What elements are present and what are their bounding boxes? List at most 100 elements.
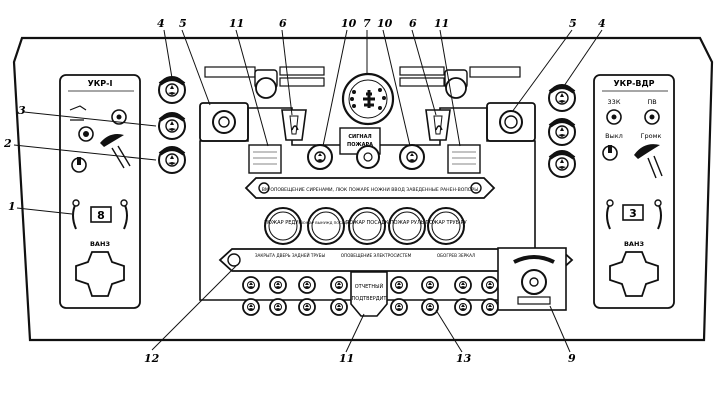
signal-lamp[interactable] bbox=[330, 276, 348, 294]
right-lamp-upper[interactable] bbox=[548, 84, 576, 112]
left-tone-icon bbox=[69, 105, 87, 121]
right-knob-housing[interactable] bbox=[486, 102, 536, 142]
center-report-knob[interactable]: ОТЧЕТНЫЙ ПОДТВЕРДИТ bbox=[350, 271, 388, 317]
signal-lamp[interactable] bbox=[269, 276, 287, 294]
right-channel-number: 3 bbox=[629, 207, 637, 220]
callout-6-right: 6 bbox=[409, 17, 417, 30]
aircraft-icon bbox=[363, 90, 375, 108]
fire-button-1[interactable]: ПОЖАР РЕДУК bbox=[264, 207, 302, 245]
callout-2: 2 bbox=[3, 137, 12, 150]
right-fire-lamp[interactable] bbox=[399, 144, 425, 170]
fire-button-1-label: ПОЖАР РЕДУК bbox=[264, 220, 302, 226]
lower-rail-label-2: ОПОВЕЩЕНИЕ ЭЛЕКТРОСИСТЕМ bbox=[341, 253, 412, 258]
upper-signal-rail: ВМ ОПОВЕЩЕНИЕ СИРЕНАМИ, ЛЮК ПОЖАРЕ НОЖНИ… bbox=[244, 177, 496, 199]
left-knob-housing[interactable] bbox=[199, 102, 249, 142]
center-knob-label-2: ПОДТВЕРДИТ bbox=[352, 296, 388, 302]
right-channel-window bbox=[622, 204, 644, 221]
center-knob-label-1: ОТЧЕТНЫЙ bbox=[355, 283, 384, 290]
left-top-plates bbox=[204, 66, 325, 99]
fire-button-3[interactable]: ПОЖАР ПОСАДК bbox=[345, 207, 389, 245]
callout-4-right: 4 bbox=[598, 17, 606, 30]
fire-signal-label-1: СИГНАЛ bbox=[348, 134, 371, 140]
signal-lamp[interactable] bbox=[390, 298, 408, 316]
right-pv-switch[interactable] bbox=[644, 109, 660, 125]
right-lamp-middle[interactable] bbox=[548, 118, 576, 146]
lower-rail-label-1: ЗАКРЫТА ДВЕРЬ ЗАДНЕЙ ТРУБЫ bbox=[255, 253, 326, 258]
right-switch-label-2: ПВ bbox=[647, 98, 656, 106]
signal-lamp[interactable] bbox=[421, 276, 439, 294]
right-handle-label: ВАНЗ bbox=[624, 240, 644, 248]
left-channel-window bbox=[90, 206, 112, 223]
right-switch-label-3: Выкл bbox=[605, 132, 623, 140]
callout-9: 9 bbox=[568, 352, 576, 365]
left-power-switch[interactable] bbox=[71, 157, 87, 173]
left-top-knob[interactable] bbox=[255, 77, 277, 99]
right-headset-icon bbox=[634, 144, 660, 159]
signal-lamp[interactable] bbox=[330, 298, 348, 316]
right-switch-label-1: 33К bbox=[608, 98, 621, 106]
fire-button-5-label: ПОЖАР ТРУБ РУ bbox=[425, 220, 466, 226]
center-fire-knob[interactable] bbox=[356, 145, 380, 169]
right-control-block bbox=[497, 247, 567, 311]
callout-4-left: 4 bbox=[157, 17, 165, 30]
fire-button-2[interactable]: ПОЖАР ВЫНУЖД ПОСАДКА bbox=[300, 207, 352, 245]
right-warning-lamps bbox=[548, 84, 576, 178]
signal-lamp[interactable] bbox=[242, 298, 260, 316]
fire-button-4-label: ПОЖАР РУЛЬ bbox=[390, 220, 425, 226]
left-channel-number: 8 bbox=[97, 209, 105, 222]
fire-button-3-label: ПОЖАР ПОСАДК bbox=[345, 220, 389, 226]
signal-lamp[interactable] bbox=[390, 276, 408, 294]
callout-10-right: 10 bbox=[377, 17, 393, 30]
right-off-switch[interactable] bbox=[602, 145, 618, 161]
left-handle-label: ВАНЗ bbox=[90, 240, 110, 248]
right-channel-handle[interactable] bbox=[609, 251, 659, 297]
lower-rail-label-3: ОБОГРЕВ ЗЕРКАЛ bbox=[437, 253, 475, 258]
left-lamp-upper[interactable] bbox=[158, 76, 186, 104]
fire-button-4[interactable]: ПОЖАР РУЛЬ bbox=[388, 207, 426, 245]
signal-lamp[interactable] bbox=[269, 298, 287, 316]
left-fire-lamp[interactable] bbox=[307, 144, 333, 170]
left-toggle-switch[interactable] bbox=[111, 109, 127, 125]
upper-rail-text: ВМ ОПОВЕЩЕНИЕ СИРЕНАМИ, ЛЮК ПОЖАРЕ НОЖНИ… bbox=[262, 187, 479, 193]
callout-5-left: 5 bbox=[179, 17, 187, 30]
signal-lamp[interactable] bbox=[298, 276, 316, 294]
signal-lamp[interactable] bbox=[454, 298, 472, 316]
callout-5-right: 5 bbox=[569, 17, 577, 30]
signal-lamp[interactable] bbox=[481, 276, 499, 294]
fire-button-5[interactable]: ПОЖАР ТРУБ РУ bbox=[425, 207, 467, 245]
signal-lamp[interactable] bbox=[454, 276, 472, 294]
left-lamp-middle[interactable] bbox=[158, 112, 186, 140]
callout-3: 3 bbox=[18, 104, 26, 117]
left-warning-lamps bbox=[158, 76, 186, 174]
left-guarded-switch[interactable] bbox=[281, 109, 307, 141]
right-lamp-lower[interactable] bbox=[548, 150, 576, 178]
callout-10-left: 10 bbox=[341, 17, 357, 30]
left-knife-icon bbox=[111, 145, 131, 169]
callout-11-left: 11 bbox=[229, 17, 244, 30]
fire-signal-label-2: ПОЖАРА bbox=[347, 142, 373, 148]
signal-lamp[interactable] bbox=[242, 276, 260, 294]
left-lamp-lower[interactable] bbox=[158, 146, 186, 174]
left-volume-switch[interactable] bbox=[78, 126, 94, 142]
left-fire-signal-block bbox=[248, 144, 333, 174]
callout-7: 7 bbox=[363, 17, 371, 30]
left-channel-handle[interactable] bbox=[75, 251, 125, 297]
callout-12: 12 bbox=[144, 352, 160, 365]
callout-1: 1 bbox=[8, 200, 16, 213]
right-switch-label-4: Громк bbox=[641, 132, 662, 140]
right-33k-switch[interactable] bbox=[606, 109, 622, 125]
leader-lines bbox=[13, 29, 603, 353]
center-fire-signal: СИГНАЛ ПОЖАРА bbox=[339, 127, 381, 169]
right-panel-title: УКР-ВДР bbox=[614, 79, 655, 88]
fire-button-2-label: ПОЖАР ВЫНУЖД ПОСАДКА bbox=[300, 221, 352, 225]
signal-lamp[interactable] bbox=[421, 298, 439, 316]
left-panel-title: УКР-I bbox=[88, 79, 113, 88]
right-fire-signal-block bbox=[399, 144, 481, 174]
signal-lamp[interactable] bbox=[481, 298, 499, 316]
left-headset-icon bbox=[100, 134, 124, 147]
right-guarded-switch[interactable] bbox=[425, 109, 451, 141]
right-knife-icon bbox=[647, 155, 663, 179]
signal-lamp[interactable] bbox=[298, 298, 316, 316]
